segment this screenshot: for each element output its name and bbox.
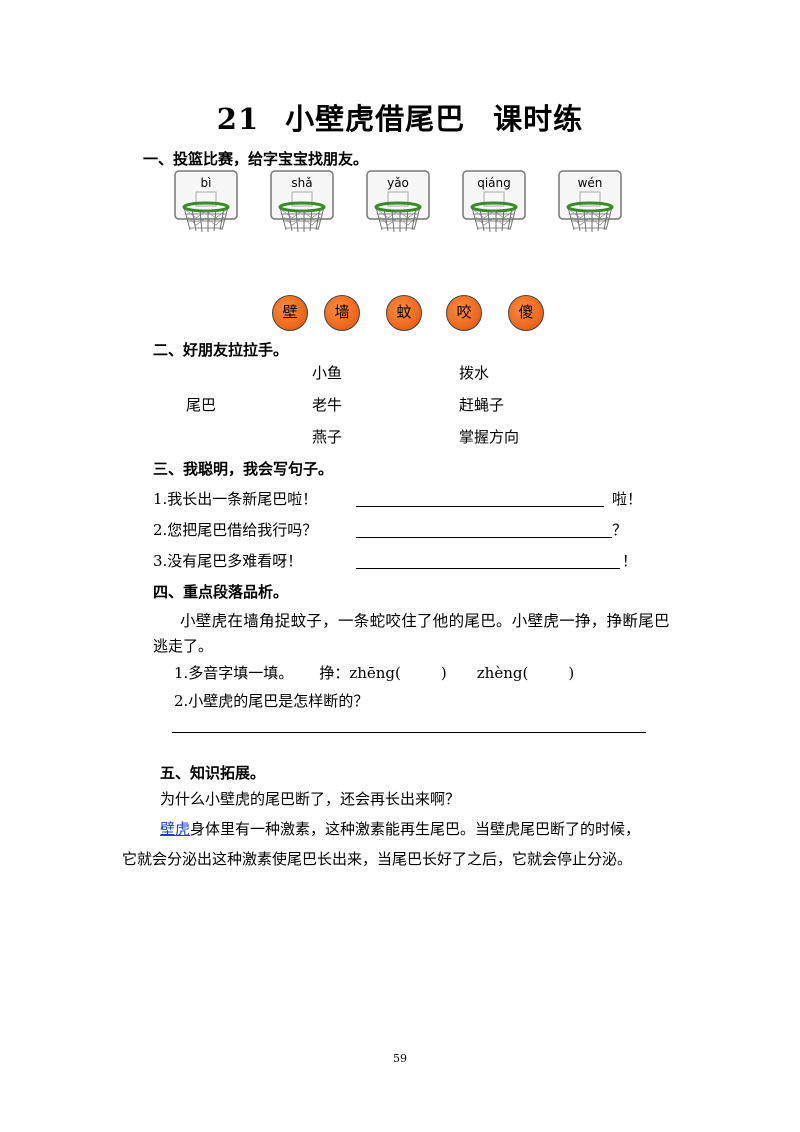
sentence-3-end: ！ (622, 552, 638, 570)
answer-line-3[interactable] (356, 568, 620, 569)
basketball-hoop-icon (462, 170, 526, 233)
sentence-1-end: 啦！ (612, 490, 643, 508)
pinyin-zheng-1: zhēng( (349, 664, 401, 682)
lesson-number: 21 (216, 102, 260, 136)
section-1-heading: 一、投篮比赛，给字宝宝找朋友。 (143, 150, 369, 168)
match-left[interactable]: 尾巴 (186, 396, 217, 414)
answer-line-1[interactable] (356, 506, 604, 507)
polyphone-char: 挣： (319, 664, 350, 682)
page-number: 59 (393, 1052, 407, 1065)
section-3-heading: 三、我聪明，我会写句子。 (153, 460, 334, 478)
basketball-hoop-icon (366, 170, 430, 233)
basketball-hoop-icon (270, 170, 334, 233)
sentence-2: 2.您把尾巴借给我行吗？ (153, 521, 318, 539)
pinyin-zheng-2: zhèng( (476, 664, 529, 682)
hoop-5[interactable]: wén (558, 170, 622, 236)
section-5-heading: 五、知识拓展。 (160, 764, 266, 782)
hoop-pinyin: shǎ (291, 176, 313, 190)
hoop-pinyin: wén (577, 176, 603, 190)
basketball-hoop-icon (174, 170, 238, 233)
sentence-1: 1.我长出一条新尾巴啦！ (153, 490, 318, 508)
section-2-heading: 二、好朋友拉拉手。 (153, 341, 289, 359)
hoop-2[interactable]: shǎ (270, 170, 334, 236)
extend-line-1: 壁虎身体里有一种激素，这种激素能再生尾巴。当壁虎尾巴断了的时候， (160, 820, 641, 838)
answer-line-4[interactable] (172, 732, 646, 733)
match-middle-3[interactable]: 燕子 (312, 428, 343, 446)
match-right-1[interactable]: 拨水 (459, 364, 490, 382)
extend-line-2: 它就会分泌出这种激素使尾巴长出来，当尾巴长好了之后，它就会停止分泌。 (122, 850, 633, 868)
passage-line-2: 逃走了。 (153, 637, 214, 655)
hoop-pinyin: bì (200, 176, 212, 190)
extend-question: 为什么小壁虎的尾巴断了，还会再长出来啊？ (160, 790, 461, 808)
match-right-3[interactable]: 掌握方向 (459, 428, 520, 446)
sentence-3: 3.没有尾巴多难看呀！ (153, 552, 303, 570)
match-middle-2[interactable]: 老牛 (312, 396, 343, 414)
match-middle-1[interactable]: 小鱼 (312, 364, 343, 382)
basketball-4[interactable]: 咬 (446, 295, 482, 331)
question-1-label: 1.多音字填一填。 (174, 664, 294, 682)
question-1: 1.多音字填一填。挣：zhēng()zhèng() (174, 664, 575, 682)
page-title: 21 小壁虎借尾巴课时练 (0, 96, 800, 138)
lesson-title: 小壁虎借尾巴 (285, 102, 466, 136)
basketball-2[interactable]: 墙 (324, 295, 360, 331)
match-right-2[interactable]: 赶蝇子 (459, 396, 505, 414)
lesson-subtitle: 课时练 (493, 102, 584, 136)
section-4-heading: 四、重点段落品析。 (153, 583, 289, 601)
basketball-1[interactable]: 壁 (272, 295, 308, 331)
hoop-4[interactable]: qiáng (462, 170, 526, 236)
hoop-pinyin: qiáng (477, 176, 511, 190)
passage-line-1: 小壁虎在墙角捉蚊子，一条蛇咬住了他的尾巴。小壁虎一挣，挣断尾巴 (180, 612, 670, 630)
hoop-3[interactable]: yǎo (366, 170, 430, 236)
basketball-5[interactable]: 傻 (508, 295, 544, 331)
hoop-1[interactable]: bì (174, 170, 238, 236)
sentence-2-end: ？ (612, 521, 628, 539)
gecko-link[interactable]: 壁虎 (160, 820, 191, 838)
basketball-hoop-icon (558, 170, 622, 233)
hoop-pinyin: yǎo (387, 176, 409, 190)
basketball-3[interactable]: 蚊 (386, 295, 422, 331)
question-2: 2.小壁虎的尾巴是怎样断的？ (174, 692, 369, 710)
answer-line-2[interactable] (356, 537, 612, 538)
